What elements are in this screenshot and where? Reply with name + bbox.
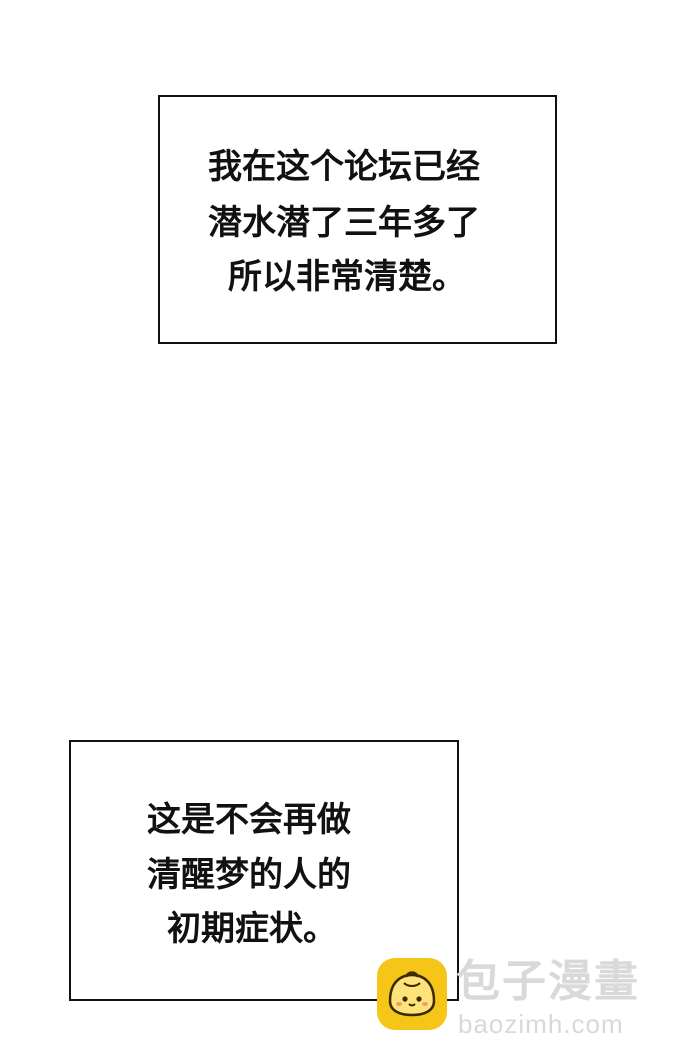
watermark-title: 包子漫畫 [456, 956, 640, 1007]
caption-line: 所以非常清楚。 [228, 257, 466, 297]
bun-mascot-icon [377, 958, 447, 1030]
caption-box-1: 我在这个论坛已经 潜水潜了三年多了 所以非常清楚。 [158, 95, 557, 344]
caption-line: 我在这个论坛已经 [208, 147, 480, 187]
caption-box-2: 这是不会再做 清醒梦的人的 初期症状。 [69, 740, 459, 1001]
watermark-url: baozimh.com [458, 1009, 624, 1039]
caption-line: 潜水潜了三年多了 [208, 203, 480, 243]
caption-line: 这是不会再做 [147, 800, 351, 840]
caption-line: 初期症状。 [167, 909, 337, 949]
watermark: 包子漫畫 baozimh.com [374, 955, 674, 1045]
caption-line: 清醒梦的人的 [147, 855, 351, 895]
